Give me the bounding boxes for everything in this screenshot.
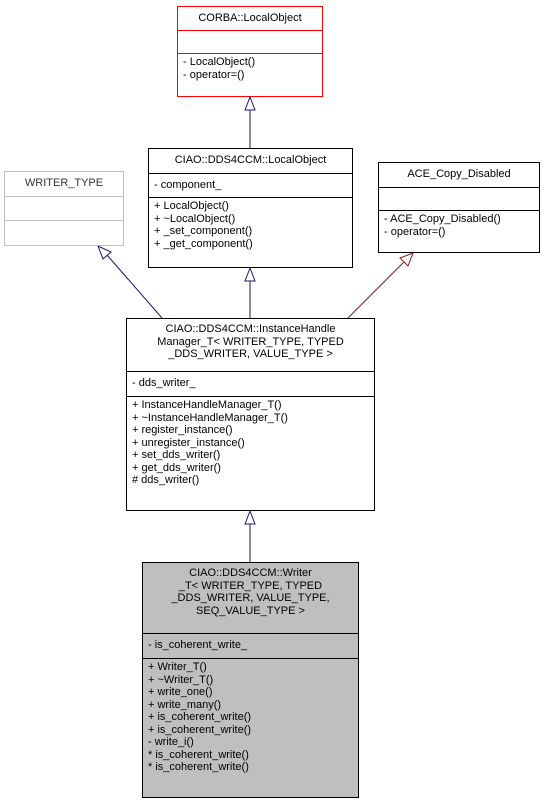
title-line: CIAO::DDS4CCM::InstanceHandle xyxy=(165,323,336,335)
method: + ~LocalObject() xyxy=(154,212,236,225)
method: # dds_writer() xyxy=(132,474,200,486)
method: * is_coherent_write() xyxy=(148,761,249,773)
edge-ihm-to-writer-type xyxy=(106,254,163,319)
method: + _set_component() xyxy=(154,225,253,237)
title-line: _DDS_WRITER, VALUE_TYPE, xyxy=(171,592,330,604)
class-title: WRITER_TYPE xyxy=(5,172,123,196)
title-line: CORBA::LocalObject xyxy=(198,12,302,24)
title-line: CIAO::DDS4CCM::Writer xyxy=(189,567,312,579)
title-line: SEQ_VALUE_TYPE > xyxy=(196,604,305,617)
edge-ihm-to-ace-copy xyxy=(347,261,405,319)
method: + write_one() xyxy=(148,686,213,698)
methods-section: + Writer_T() + ~Writer_T() + write_one()… xyxy=(143,658,358,776)
method: + get_dds_writer() xyxy=(132,461,221,474)
attribute: - dds_writer_ xyxy=(132,377,196,389)
method: - ACE_Copy_Disabled() xyxy=(384,213,501,225)
method: + ~Writer_T() xyxy=(148,673,214,686)
class-dds4ccm-local-object[interactable]: CIAO::DDS4CCM::LocalObject - component_ … xyxy=(148,148,353,268)
attributes-section: - component_ xyxy=(149,173,352,197)
class-title: ACE_Copy_Disabled xyxy=(379,163,539,187)
method: - operator=() xyxy=(384,225,446,238)
method: + _get_component() xyxy=(154,237,253,250)
arrowhead-corba xyxy=(244,95,256,111)
method: + ~InstanceHandleManager_T() xyxy=(132,411,288,424)
methods-section: - LocalObject() - operator=() xyxy=(178,53,322,83)
title-line: Manager_T< WRITER_TYPE, TYPED xyxy=(157,335,344,348)
attribute: - component_ xyxy=(154,179,222,191)
title-line: _DDS_WRITER, VALUE_TYPE > xyxy=(168,348,333,360)
attributes-section xyxy=(5,196,123,220)
attributes-section: - dds_writer_ xyxy=(127,371,374,396)
class-writer-type[interactable]: WRITER_TYPE xyxy=(4,171,124,246)
method: - LocalObject() xyxy=(183,56,256,68)
method: + set_dds_writer() xyxy=(132,449,221,461)
arrowhead-localobject xyxy=(244,266,256,282)
class-corba-local-object[interactable]: CORBA::LocalObject - LocalObject() - ope… xyxy=(177,6,323,97)
method: + LocalObject() xyxy=(154,200,229,212)
title-line: CIAO::DDS4CCM::LocalObject xyxy=(174,154,327,166)
method: - operator=() xyxy=(183,68,245,81)
class-instance-handle-manager[interactable]: CIAO::DDS4CCM::InstanceHandle Manager_T<… xyxy=(126,318,375,511)
attribute: - is_coherent_write_ xyxy=(148,639,248,651)
class-title: CORBA::LocalObject xyxy=(178,7,322,30)
arrowhead-ihm xyxy=(244,509,256,525)
method: * is_coherent_write() xyxy=(148,748,249,761)
title-line: WRITER_TYPE xyxy=(24,177,104,189)
attributes-section xyxy=(379,187,539,210)
methods-section xyxy=(5,220,123,244)
title-line: _T< WRITER_TYPE, TYPED xyxy=(178,579,323,592)
attributes-section: - is_coherent_write_ xyxy=(143,633,358,658)
class-title: CIAO::DDS4CCM::InstanceHandle Manager_T<… xyxy=(127,319,374,371)
class-writer-t[interactable]: CIAO::DDS4CCM::Writer _T< WRITER_TYPE, T… xyxy=(142,562,359,798)
method: + write_many() xyxy=(148,698,222,711)
method: - write_i() xyxy=(148,736,194,748)
methods-section: - ACE_Copy_Disabled() - operator=() xyxy=(379,210,539,240)
method: + register_instance() xyxy=(132,424,233,436)
arrowhead-writer-type xyxy=(97,245,112,260)
class-title: CIAO::DDS4CCM::LocalObject xyxy=(149,149,352,173)
method: + Writer_T() xyxy=(148,661,207,673)
title-line: ACE_Copy_Disabled xyxy=(407,168,511,180)
attributes-section xyxy=(178,30,322,53)
method: + unregister_instance() xyxy=(132,436,245,449)
method: + InstanceHandleManager_T() xyxy=(132,399,282,411)
methods-section: + InstanceHandleManager_T() + ~InstanceH… xyxy=(127,396,374,489)
class-ace-copy-disabled[interactable]: ACE_Copy_Disabled - ACE_Copy_Disabled() … xyxy=(378,162,540,253)
class-title: CIAO::DDS4CCM::Writer _T< WRITER_TYPE, T… xyxy=(143,563,358,633)
method: + is_coherent_write() xyxy=(148,711,252,723)
methods-section: + LocalObject() + ~LocalObject() + _set_… xyxy=(149,197,352,252)
method: + is_coherent_write() xyxy=(148,723,252,736)
arrowhead-ace-copy xyxy=(399,252,414,267)
